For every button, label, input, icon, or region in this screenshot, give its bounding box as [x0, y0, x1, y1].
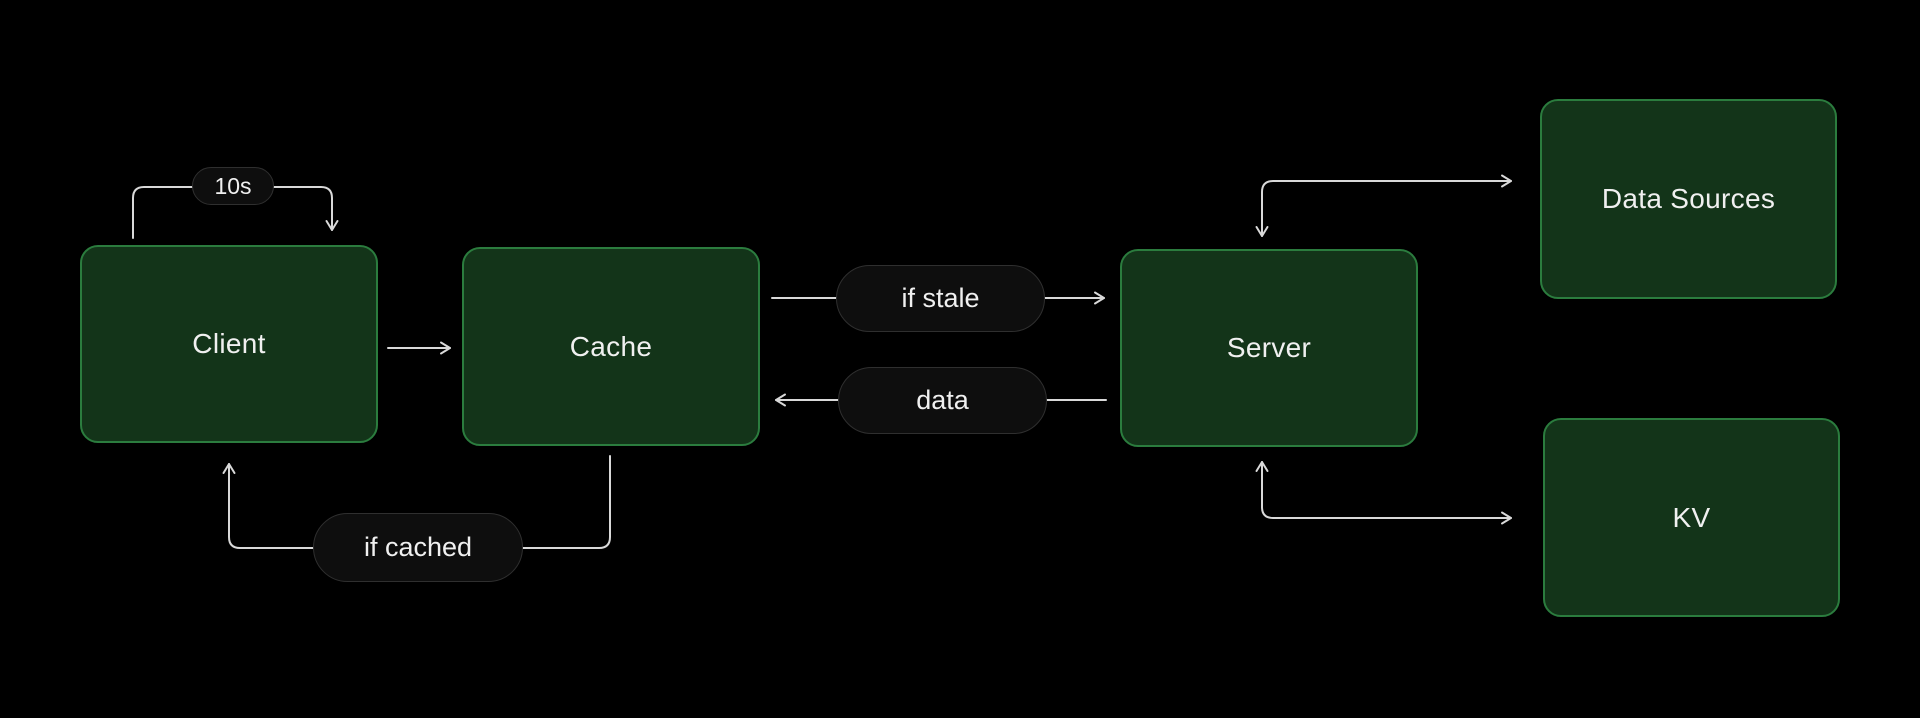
node-cache: Cache: [462, 247, 760, 446]
edge-label-if-cached-text: if cached: [363, 532, 473, 562]
node-client: Client: [80, 245, 378, 443]
node-server: Server: [1120, 249, 1418, 447]
edge-label-if-stale: if stale: [836, 265, 1045, 332]
edge-label-if-cached: if cached: [313, 513, 523, 582]
arrow-server-data-sources: [1255, 174, 1512, 237]
node-cache-label: Cache: [569, 330, 653, 362]
edge-label-if-stale-text: if stale: [901, 283, 980, 313]
edge-label-data: data: [838, 367, 1047, 434]
node-data-sources: Data Sources: [1540, 99, 1837, 299]
node-data-sources-label: Data Sources: [1601, 183, 1776, 214]
node-client-label: Client: [192, 328, 266, 359]
node-kv: KV: [1543, 418, 1840, 617]
edge-label-data-text: data: [916, 385, 969, 415]
edge-label-10s: 10s: [192, 167, 274, 205]
node-kv-label: KV: [1672, 501, 1711, 533]
node-server-label: Server: [1226, 332, 1312, 363]
edge-label-10s-text: 10s: [214, 172, 252, 199]
arrow-server-kv: [1255, 461, 1512, 525]
